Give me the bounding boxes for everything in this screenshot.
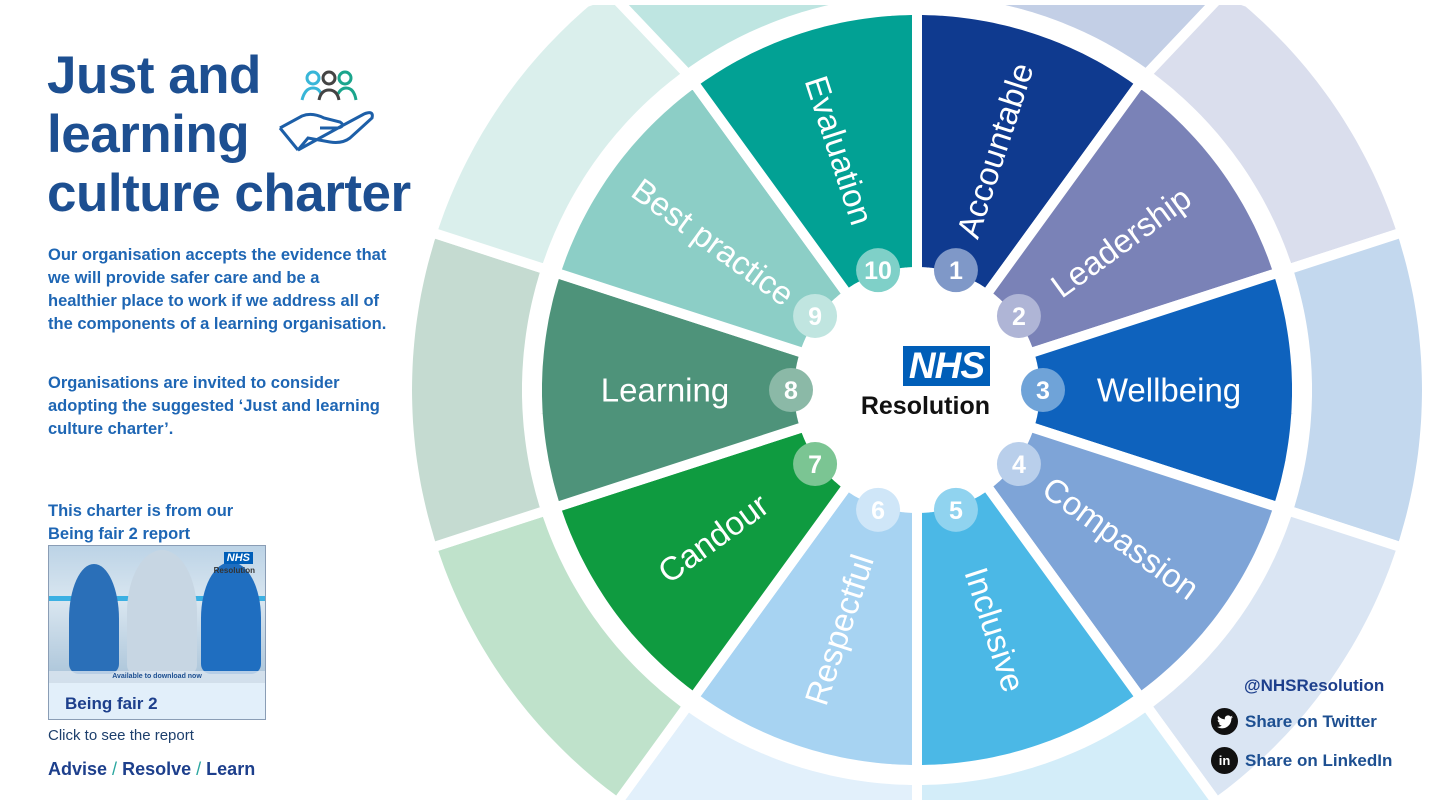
segment-number: 8 (784, 377, 798, 405)
thumbnail-title: Being fair 2 (65, 694, 158, 713)
tagline-separator: / (196, 759, 202, 779)
title-line: culture charter (47, 164, 411, 223)
intro-paragraph: Our organisation accepts the evidence th… (48, 246, 387, 333)
segment-number-badge (769, 368, 813, 412)
segment-number: 4 (1012, 451, 1026, 479)
tagline-separator: / (112, 759, 118, 779)
segment-number: 2 (1012, 303, 1026, 331)
report-link-text[interactable]: Click to see the report (48, 727, 194, 744)
segment-number: 3 (1036, 377, 1050, 405)
segment-number-badge (1021, 368, 1065, 412)
page-title: Just and learning culture charter (47, 46, 411, 223)
share-twitter-link[interactable]: Share on Twitter (1211, 708, 1377, 735)
segment-label: Wellbeing (1097, 372, 1241, 409)
tagline: Advise / Resolve / Learn (48, 759, 255, 780)
title-line: Just and (47, 46, 261, 105)
tagline-resolve: Resolve (122, 759, 192, 779)
segment-number: 10 (864, 257, 892, 285)
tagline-learn: Learn (206, 759, 256, 779)
report-source-text: This charter is from our Being fair 2 re… (48, 502, 234, 543)
linkedin-icon: in (1211, 747, 1238, 774)
segment-number-badge (793, 442, 838, 487)
title-line: learning (47, 105, 250, 164)
thumbnail-nhs-logo: NHS (223, 552, 253, 564)
tagline-advise: Advise (48, 759, 108, 779)
segment-number: 1 (949, 257, 963, 285)
segment-number-badge (793, 293, 838, 338)
outer-ring-segment (612, 0, 922, 80)
twitter-icon (1211, 708, 1238, 735)
nhs-logo-mark: NHS (902, 346, 990, 386)
thumbnail-banner: Available to download now (49, 671, 265, 683)
share-twitter-label: Share on Twitter (1245, 711, 1377, 731)
outer-ring-segment (1282, 227, 1432, 553)
thumbnail-logo-name: Resolution (213, 566, 255, 575)
segment-number-badge (856, 487, 901, 532)
segment-label: Learning (601, 372, 729, 409)
segment-number-badge (933, 487, 978, 532)
hand-holding-people-icon (278, 70, 374, 152)
segment-number: 9 (808, 303, 822, 331)
segment-number-badge (933, 248, 978, 293)
share-linkedin-label: Share on LinkedIn (1245, 750, 1393, 770)
twitter-handle[interactable]: @NHSResolution (1244, 676, 1385, 695)
nhs-resolution-logo: NHS Resolution (848, 346, 990, 422)
segment-number-badge (856, 248, 901, 293)
segment-number: 6 (871, 497, 885, 525)
segment-number: 5 (949, 497, 963, 525)
segment-number: 7 (808, 451, 822, 479)
outer-ring-segment (402, 227, 552, 553)
logo-name: Resolution (860, 392, 990, 420)
share-linkedin-link[interactable]: in Share on LinkedIn (1211, 747, 1392, 774)
report-thumbnail-link[interactable]: NHS Resolution Available to download now… (48, 545, 266, 720)
report-cover-photo: NHS Resolution Available to download now (49, 546, 265, 683)
segment-number-badge (996, 442, 1041, 487)
segment-number-badge (996, 293, 1041, 338)
invitation-paragraph: Organisations are invited to consider ad… (48, 374, 380, 438)
